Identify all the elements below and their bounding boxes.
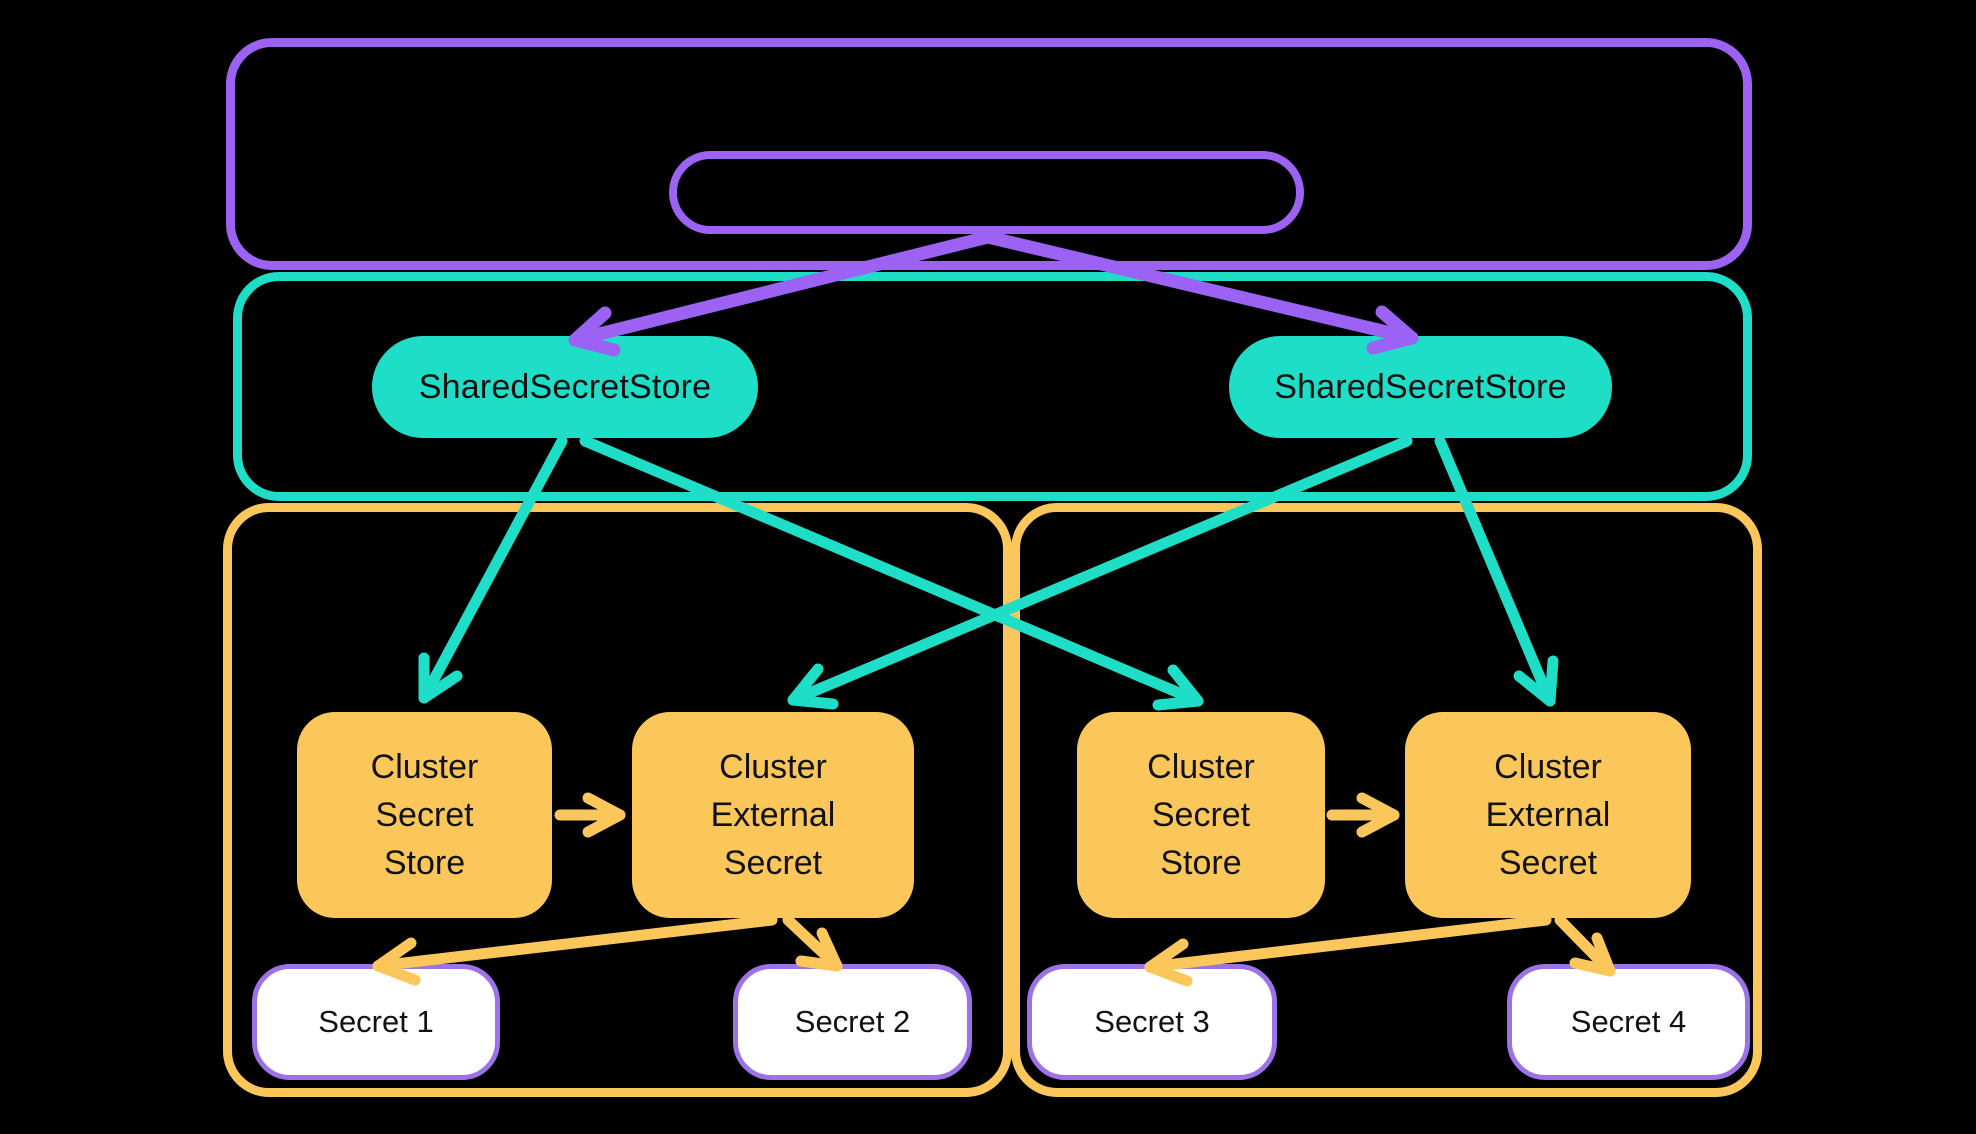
secret-2-label: Secret 2 [794, 1004, 911, 1039]
secret-1: Secret 1 [252, 964, 500, 1080]
shared-secret-store-left: SharedSecretStore [372, 336, 758, 438]
cluster1-secret-store: Cluster Secret Store [297, 712, 552, 918]
cluster2-external-secret: Cluster External Secret [1405, 712, 1691, 918]
secret-1-label: Secret 1 [318, 1004, 434, 1039]
cluster1-secret-store-label: Cluster Secret Store [370, 748, 479, 882]
shared-secret-store-left-label: SharedSecretStore [418, 367, 712, 406]
shared-secret-store-right-label: SharedSecretStore [1274, 367, 1567, 406]
top-inner-pill [669, 151, 1304, 234]
cluster1-external-secret-label: Cluster External Secret [710, 748, 836, 882]
secret-2: Secret 2 [733, 964, 972, 1080]
secret-4: Secret 4 [1507, 964, 1750, 1080]
cluster2-external-secret-label: Cluster External Secret [1485, 748, 1611, 882]
secret-3: Secret 3 [1027, 964, 1277, 1080]
cluster2-secret-store: Cluster Secret Store [1077, 712, 1325, 918]
secret-4-label: Secret 4 [1570, 1004, 1687, 1039]
cluster1-external-secret: Cluster External Secret [632, 712, 914, 918]
shared-secret-store-right: SharedSecretStore [1229, 336, 1612, 438]
secret-3-label: Secret 3 [1094, 1004, 1210, 1039]
cluster2-secret-store-label: Cluster Secret Store [1147, 748, 1255, 882]
